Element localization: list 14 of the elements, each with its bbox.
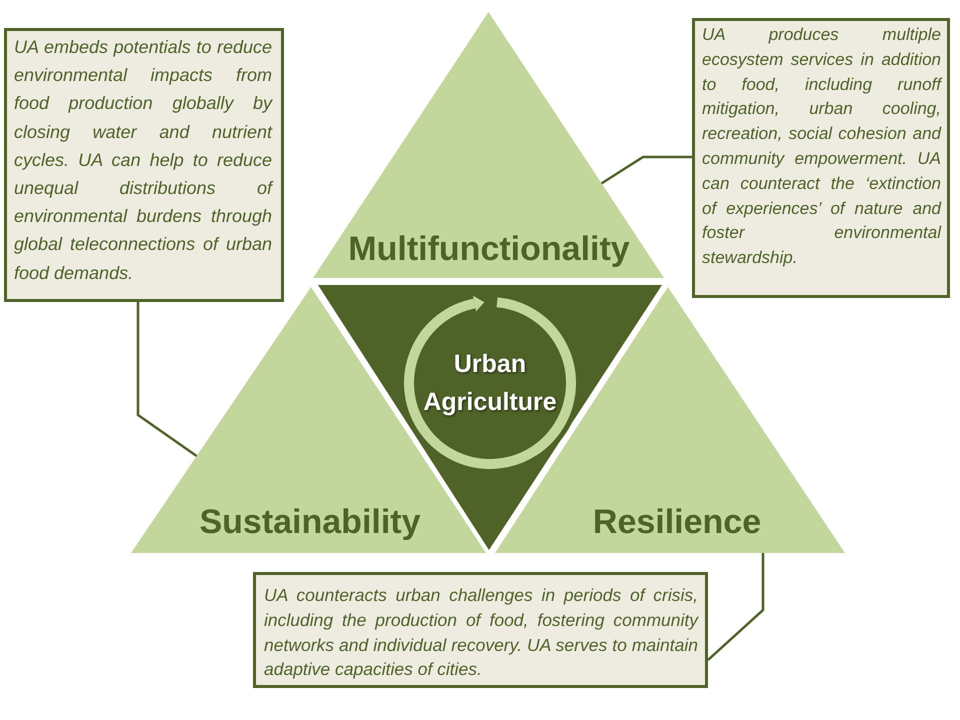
text-card [253,572,708,688]
leader-line [136,302,198,458]
description-text: UA produces multiple ecosystem services in addition to food, including runoff mitigation, urban cooling, recreation, social cohesion and community empowerment. UA can counteract the ‘extinction of experiences’ of nature and foster environmental stewardship. [701,24,944,270]
center-label: Urban Agriculture [422,349,558,418]
text-card [4,28,284,302]
leader-line [707,553,764,661]
leader-line [600,156,692,184]
description-text: UA counteracts urban challenges in periods of crisis, including the production of food, fostering community networks and individual recovery. UA serves to maintain adaptive capacities of cities. [263,584,700,682]
section-title: Multifunctionality [348,229,630,269]
description-text: UA embeds potentials to reduce environmental impacts from food production globally by closing water and nutrient cycles. UA can help to reduce unequal distributions of environmental burdens through global teleconnections of urban food demands. [13,36,274,285]
text-card [692,18,950,298]
section-title: Sustainability [199,502,421,542]
section-title: Resilience [592,502,762,542]
triangle-segment [313,12,664,278]
